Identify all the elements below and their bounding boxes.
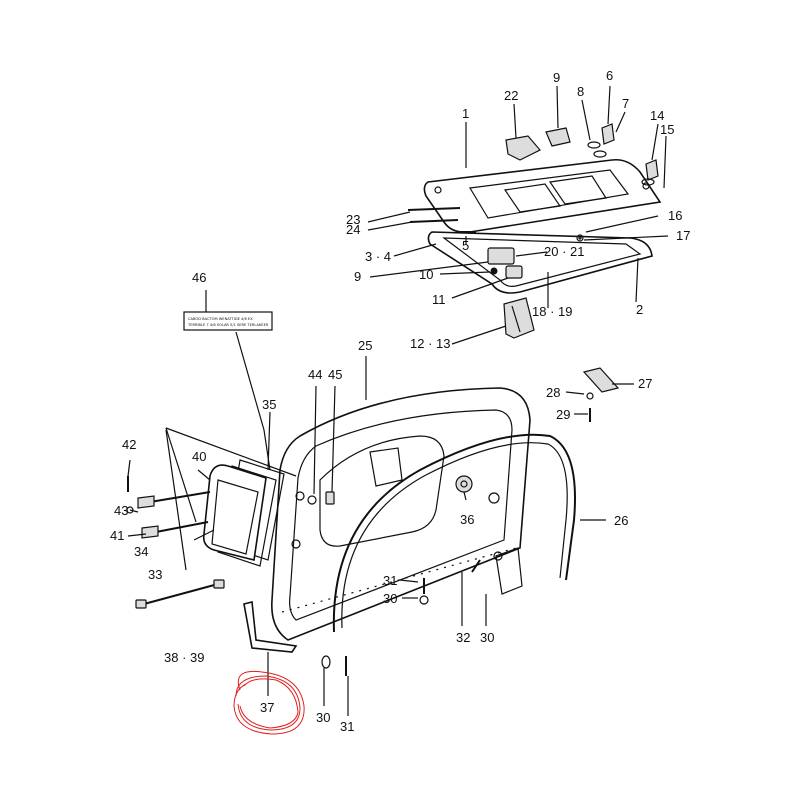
bracket-30b (495, 547, 523, 595)
callout-14: 14 (650, 108, 664, 123)
callout-30c: 30 (316, 710, 330, 725)
glass-40 (202, 464, 267, 561)
callout-35: 35 (262, 397, 276, 412)
strut-upper (149, 491, 211, 503)
callout-30b: 30 (480, 630, 494, 645)
handle-14 (645, 159, 659, 181)
callout-11: 11 (432, 292, 446, 307)
callout-32: 32 (456, 630, 470, 645)
callout-34: 34 (134, 544, 148, 559)
hatch-window-opening (319, 435, 445, 547)
weather-strip-26 (332, 433, 576, 633)
grommet-44 (307, 495, 317, 505)
callout-3-4: 3 · 4 (365, 249, 391, 264)
latch-9 (545, 127, 571, 147)
rail-23 (407, 207, 461, 211)
hatch-assembly (126, 311, 620, 676)
callout-44: 44 (308, 367, 322, 382)
hinge-20-21 (487, 247, 515, 265)
bracket-11 (505, 265, 523, 279)
lock-36 (455, 475, 473, 493)
callout-42: 42 (122, 437, 136, 452)
hinge-27 (582, 367, 620, 393)
bracket-37 (243, 601, 298, 653)
handle-6 (601, 123, 615, 145)
callout-6: 6 (606, 68, 613, 83)
callout-43: 43 (114, 503, 128, 518)
callout-25: 25 (358, 338, 372, 353)
bracket-12-13 (503, 297, 535, 339)
callout-2: 2 (636, 302, 643, 317)
strut-34 (155, 521, 209, 533)
callout-7: 7 (622, 96, 629, 111)
callout-10: 10 (419, 267, 433, 282)
washer-10 (490, 267, 498, 275)
callout-9b: 9 (354, 269, 361, 284)
callout-9a: 9 (553, 70, 560, 85)
callout-23: 23 (346, 212, 360, 227)
ring-8b (593, 150, 607, 158)
label-46-line-1: CABOD BACTOM WENATTIDE 4/6 EX (188, 317, 253, 321)
callout-1: 1 (462, 106, 469, 121)
callout-20-21: 20 · 21 (544, 244, 584, 259)
callout-33: 33 (148, 567, 162, 582)
callout-31a: 31 (383, 573, 397, 588)
ring-8a (587, 141, 601, 149)
latch-22 (505, 135, 541, 161)
roof-seal-frame (427, 231, 653, 294)
rail-24 (409, 219, 459, 223)
callout-24: 24 (346, 222, 360, 237)
label-46-line-2: TERRIBLE 7 4/6 SOLAR 5/1 SERE TERLAKEER (187, 323, 269, 327)
callout-38-39: 38 · 39 (164, 650, 204, 665)
callout-30a: 30 (383, 591, 397, 606)
callout-37: 37 (260, 700, 274, 715)
red-circle-annotation (233, 670, 305, 735)
callout-15: 15 (660, 122, 674, 137)
warning-label-46 (183, 311, 273, 331)
callout-17: 17 (676, 228, 690, 243)
callout-41: 41 (110, 528, 124, 543)
callout-18-19: 18 · 19 (532, 304, 572, 319)
clip-45 (325, 491, 335, 505)
callout-27: 27 (638, 376, 652, 391)
callout-26: 26 (614, 513, 628, 528)
callout-40: 40 (192, 449, 206, 464)
washer-17 (576, 234, 584, 242)
washer-43 (126, 506, 134, 514)
washer-28 (586, 392, 594, 400)
washer-30a (419, 595, 429, 605)
callout-22: 22 (504, 88, 518, 103)
callout-36: 36 (460, 512, 474, 527)
callout-28: 28 (546, 385, 560, 400)
callout-16: 16 (668, 208, 682, 223)
callout-46: 46 (192, 270, 206, 285)
callout-labels: 1 22 9 6 8 7 14 15 23 24 16 17 5 3 · 4 2… (110, 68, 690, 734)
hatch-shell (271, 387, 531, 641)
leader-lines (127, 85, 669, 716)
callout-12-13: 12 · 13 (410, 336, 450, 351)
callout-31b: 31 (340, 719, 354, 734)
callout-8: 8 (577, 84, 584, 99)
roof-panel (423, 158, 662, 234)
screw-32 (471, 559, 481, 573)
callout-5: 5 (462, 238, 469, 253)
callout-29: 29 (556, 407, 570, 422)
washer-30c (321, 655, 331, 669)
strut-38-39 (143, 583, 219, 605)
callout-45: 45 (328, 367, 342, 382)
